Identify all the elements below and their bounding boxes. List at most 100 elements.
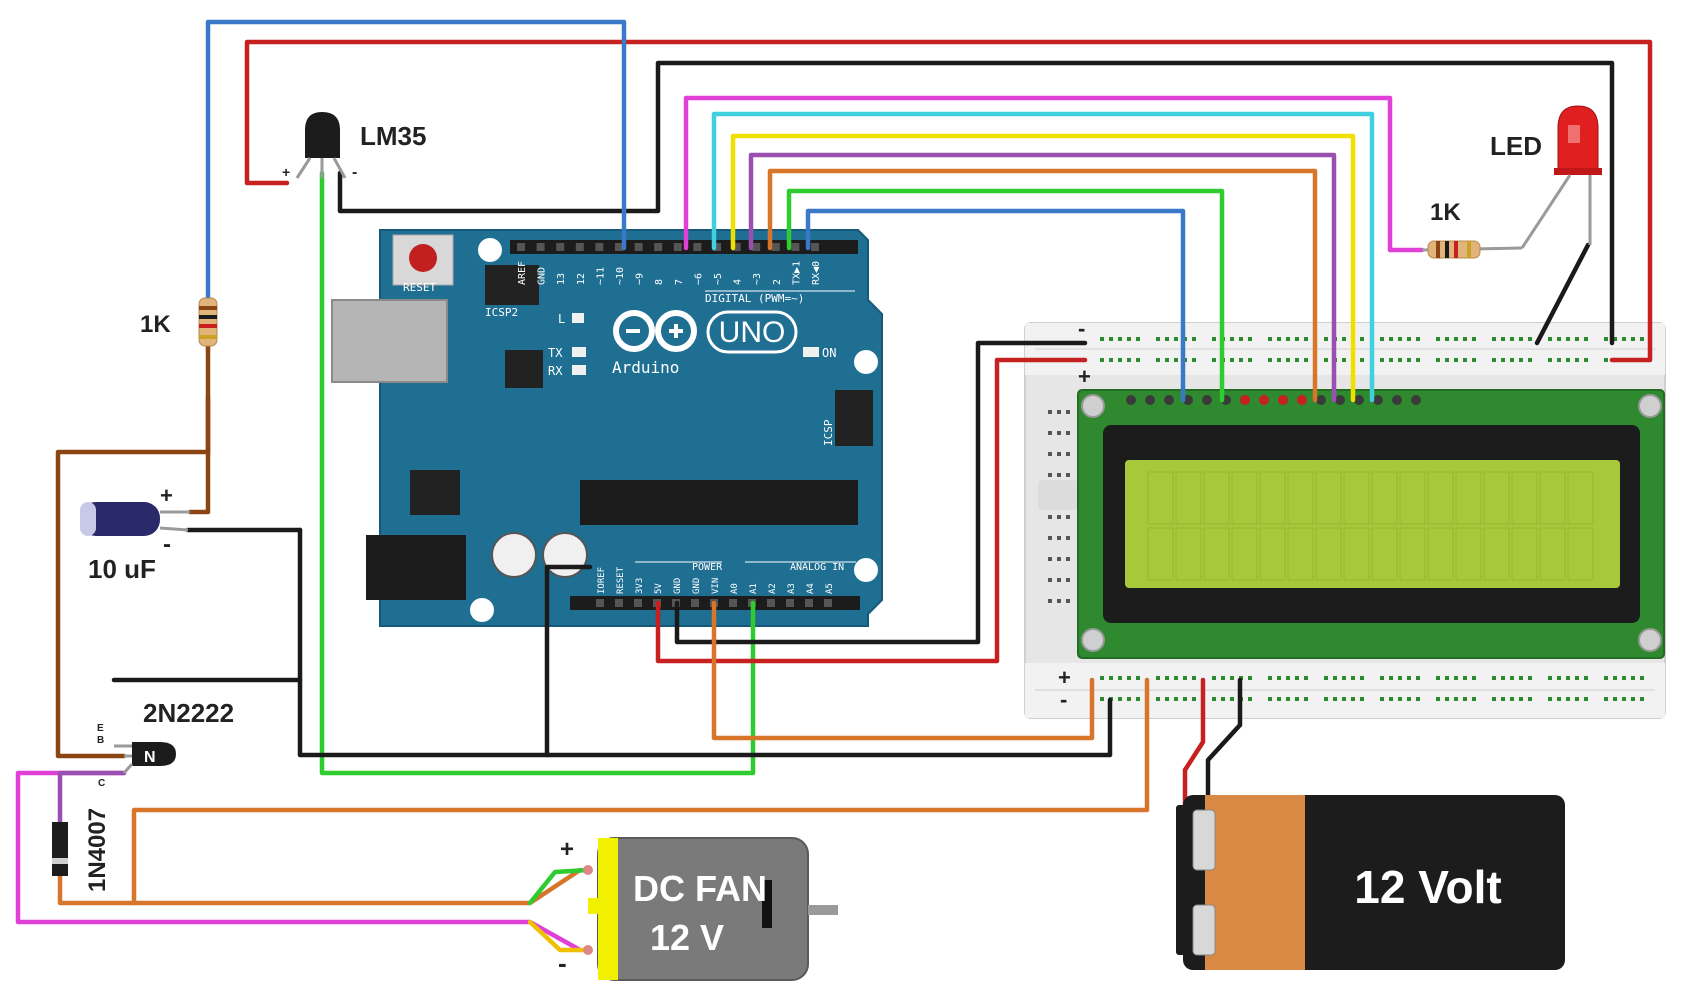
- lcd-character-cell: [1371, 471, 1398, 525]
- icsp2-label: ICSP2: [485, 306, 518, 319]
- lcd-pin: [1354, 395, 1364, 405]
- rail-hole: [1575, 697, 1579, 701]
- lcd-character-cell: [1343, 471, 1370, 525]
- dc-fan: DC FAN 12 V + -: [558, 836, 838, 981]
- lcd-pin: [1278, 395, 1288, 405]
- rail-hole: [1127, 676, 1131, 680]
- rail-hole: [1501, 676, 1505, 680]
- digital-pin-label: 2: [772, 279, 783, 285]
- digital-pin-hole: [713, 243, 721, 251]
- breadboard-hole: [1057, 431, 1061, 435]
- rail-hole: [1528, 676, 1532, 680]
- breadboard-hole: [1048, 431, 1052, 435]
- breadboard-hole: [1057, 410, 1061, 414]
- rail-hole: [1436, 676, 1440, 680]
- power-pin-hole: [691, 599, 699, 607]
- rail-hole: [1342, 358, 1346, 362]
- rail-hole: [1248, 676, 1252, 680]
- dc-power-jack: [366, 535, 466, 600]
- digital-pin-label: 12: [576, 273, 587, 285]
- lcd-character-cell: [1427, 471, 1454, 525]
- digital-pin-label: ~5: [713, 273, 724, 285]
- wire-vin: [711, 600, 1095, 741]
- breadboard-hole: [1057, 473, 1061, 477]
- lcd-pin: [1240, 395, 1250, 405]
- rail-hole: [1575, 337, 1579, 341]
- breadboard-hole: [1066, 599, 1070, 603]
- lcd-character-cell: [1147, 527, 1174, 581]
- rail-hole: [1324, 697, 1328, 701]
- rail-hole: [1445, 697, 1449, 701]
- breadboard-top-plus: +: [1078, 364, 1091, 389]
- lm35-label: LM35: [360, 121, 426, 151]
- usb-port: [331, 299, 448, 383]
- rail-hole: [1380, 697, 1384, 701]
- lcd-character-cell: [1315, 471, 1342, 525]
- rail-hole: [1360, 358, 1364, 362]
- lcd-pin: [1202, 395, 1212, 405]
- breadboard-bottom-minus: -: [1060, 687, 1067, 712]
- rail-hole: [1380, 337, 1384, 341]
- rail-hole: [1445, 358, 1449, 362]
- rail-hole: [1248, 337, 1252, 341]
- digital-header-label: DIGITAL (PWM=~): [705, 292, 804, 305]
- rail-hole: [1584, 358, 1588, 362]
- rail-hole: [1528, 337, 1532, 341]
- lcd-character-cell: [1567, 471, 1594, 525]
- lcd-pin: [1183, 395, 1193, 405]
- lcd-pin: [1126, 395, 1136, 405]
- rail-hole: [1407, 697, 1411, 701]
- rail-hole: [1156, 697, 1160, 701]
- lcd-character-cell: [1231, 527, 1258, 581]
- lcd-character-cell: [1399, 471, 1426, 525]
- rail-hole: [1631, 676, 1635, 680]
- power-pin-label: A1: [749, 583, 759, 594]
- digital-pin-hole: [752, 243, 761, 251]
- rail-hole: [1156, 676, 1160, 680]
- lcd-character-cell: [1455, 471, 1482, 525]
- wire-blue-sensor: [205, 19, 627, 311]
- rail-hole: [1640, 676, 1644, 680]
- power-pin-hole: [767, 599, 775, 607]
- digital-pin-hole: [575, 243, 584, 251]
- rail-hole: [1286, 358, 1290, 362]
- power-pin-label: A4: [806, 583, 816, 594]
- rail-hole: [1548, 358, 1552, 362]
- tx-label: TX: [548, 346, 563, 360]
- lcd-character-cell: [1511, 527, 1538, 581]
- rail-hole: [1351, 676, 1355, 680]
- rail-hole: [1407, 337, 1411, 341]
- digital-pin-label: ~10: [615, 267, 626, 285]
- capacitor: + - 10 uF: [80, 483, 190, 584]
- digital-pin-label: 8: [654, 279, 665, 285]
- rail-hole: [1295, 358, 1299, 362]
- fan-minus: -: [558, 948, 567, 978]
- rail-hole: [1436, 337, 1440, 341]
- rail-hole: [1295, 676, 1299, 680]
- rail-hole: [1548, 697, 1552, 701]
- rail-hole: [1136, 337, 1140, 341]
- rail-hole: [1380, 358, 1384, 362]
- wire-diode-fan: [57, 873, 137, 906]
- lcd-pin: [1145, 395, 1155, 405]
- resistor-led: 1K: [1421, 199, 1523, 259]
- wire-gnd-breadboard: [674, 340, 1088, 645]
- rail-hole: [1174, 337, 1178, 341]
- rail-hole: [1389, 337, 1393, 341]
- rail-hole: [1389, 676, 1393, 680]
- lcd-pin: [1392, 395, 1402, 405]
- rail-hole: [1212, 697, 1216, 701]
- power-pin-label: RESET: [616, 566, 626, 594]
- lcd-character-cell: [1231, 471, 1258, 525]
- resistor-base-label: 1K: [140, 311, 171, 338]
- transistor-label: 2N2222: [143, 698, 234, 728]
- power-pin-label: A2: [768, 583, 778, 594]
- wire-green-d3: [786, 188, 1225, 403]
- digital-pin-hole: [517, 243, 525, 251]
- transistor-c: C: [98, 778, 105, 789]
- transistor-e: E: [97, 723, 104, 734]
- rail-hole: [1622, 337, 1626, 341]
- rail-hole: [1566, 697, 1570, 701]
